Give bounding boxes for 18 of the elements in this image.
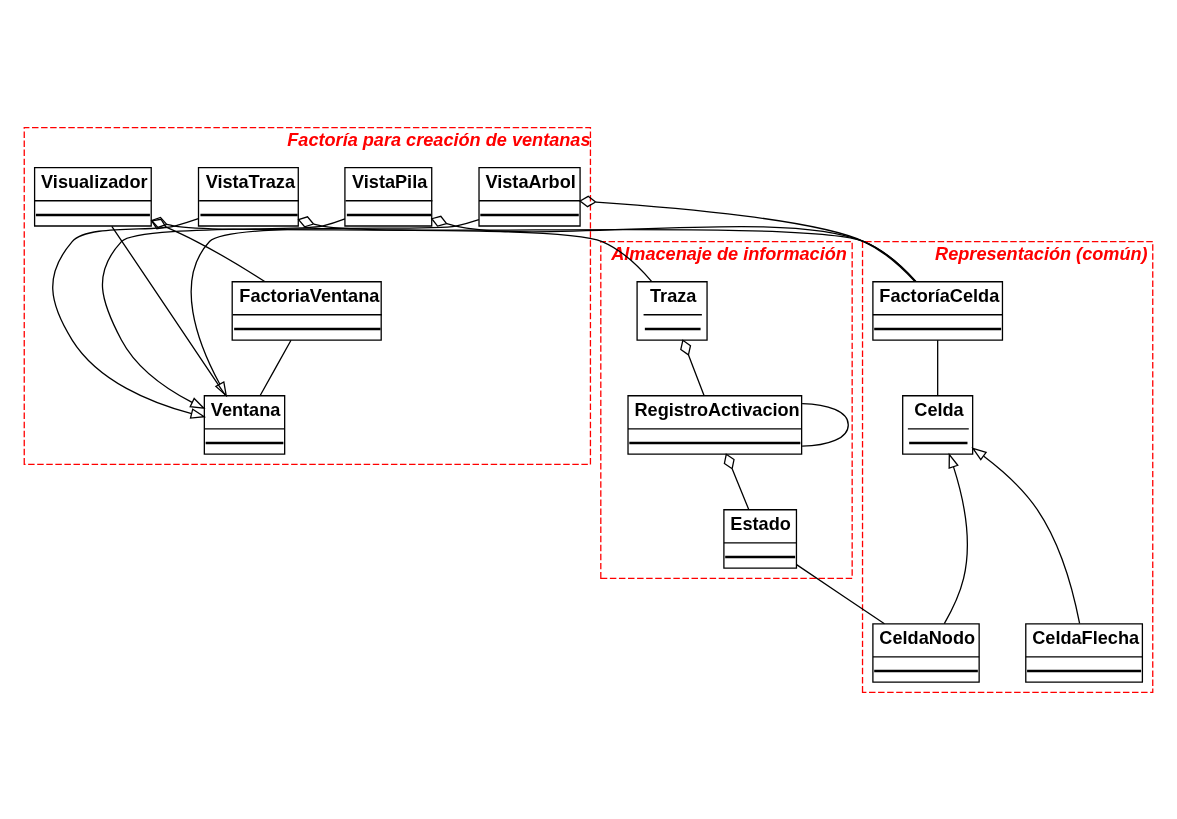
connector	[111, 225, 227, 396]
connector	[150, 218, 266, 282]
node-box: Traza	[636, 280, 708, 341]
arrow	[52, 217, 207, 419]
connector	[259, 339, 292, 396]
connector	[723, 452, 750, 510]
arrow	[971, 446, 1081, 624]
node-box: Celda	[902, 394, 974, 455]
arrow	[101, 217, 346, 409]
arrow	[190, 218, 480, 397]
connector	[801, 402, 849, 447]
connector	[937, 339, 939, 396]
connector	[150, 216, 653, 282]
connector	[297, 215, 917, 282]
arrow	[943, 452, 968, 624]
connector	[795, 563, 886, 624]
connector	[578, 195, 916, 282]
connector	[680, 338, 705, 396]
